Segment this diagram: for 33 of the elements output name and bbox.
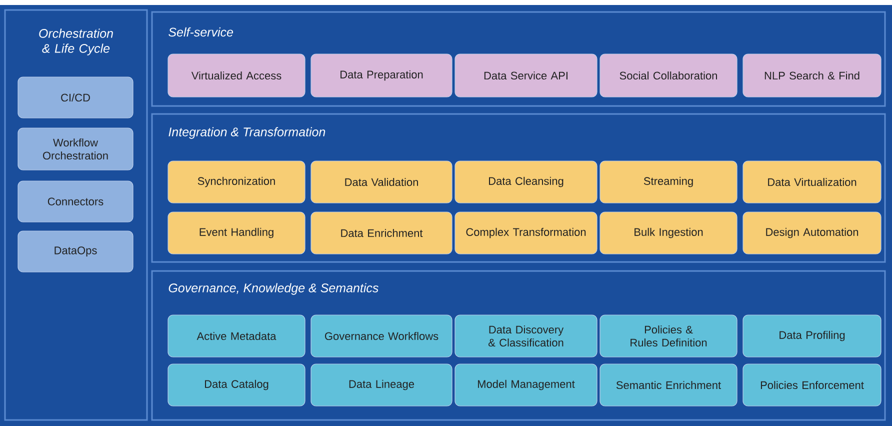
feature-box: DataOps — [18, 230, 134, 272]
feature-box: Data Preparation — [310, 54, 452, 98]
feature-box: Data Catalog — [168, 364, 306, 406]
feature-box: Data Profiling — [742, 314, 882, 358]
feature-box: Policies Enforcement — [742, 364, 882, 406]
feature-box: Complex Transformation — [454, 212, 598, 254]
panel-title: Orchestration & Life Cycle — [39, 28, 113, 56]
feature-box: Social Collaboration — [600, 54, 738, 98]
feature-box: Synchronization — [168, 160, 306, 204]
feature-box: Event Handling — [168, 212, 306, 254]
feature-box: Policies & Rules Definition — [600, 314, 738, 358]
feature-box: Governance Workflows — [310, 314, 452, 358]
feature-box: Virtualized Access — [168, 54, 306, 98]
panel-title: Governance, Knowledge & Semantics — [168, 283, 378, 295]
feature-box: Data Discovery & Classification — [454, 314, 598, 358]
feature-box: Model Management — [454, 364, 598, 406]
feature-box: Data Enrichment — [310, 212, 452, 254]
feature-box: CI/CD — [18, 76, 134, 118]
feature-box: NLP Search & Find — [742, 54, 882, 98]
panel-title: Integration & Transformation — [168, 127, 326, 139]
feature-box: Bulk Ingestion — [600, 212, 738, 254]
feature-box: Connectors — [18, 180, 134, 222]
feature-box: Data Validation — [310, 160, 452, 204]
feature-box: Workflow Orchestration — [18, 128, 134, 170]
feature-box: Data Service API — [454, 54, 598, 98]
feature-box: Data Cleansing — [454, 160, 598, 204]
panel-title: Self-service — [168, 27, 234, 37]
feature-box: Data Lineage — [310, 364, 452, 406]
feature-box: Streaming — [600, 160, 738, 204]
feature-box: Data Virtualization — [742, 160, 882, 204]
feature-box: Design Automation — [742, 212, 882, 254]
feature-box: Semantic Enrichment — [600, 364, 738, 406]
feature-box: Active Metadata — [168, 314, 306, 358]
